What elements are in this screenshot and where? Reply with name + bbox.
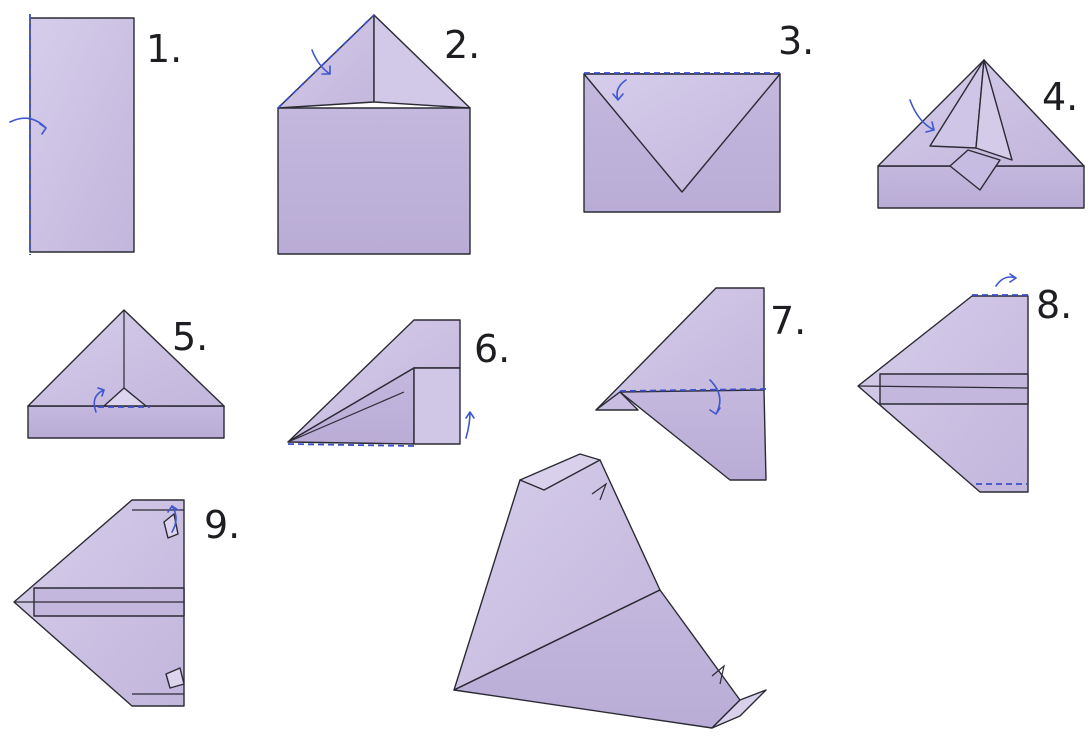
step-6-fold-arrow <box>466 412 474 438</box>
step-8-fuselage <box>880 374 1028 404</box>
step-8-fold-arrow <box>996 274 1016 286</box>
step-6-number: 6. <box>474 327 510 371</box>
step-8-number: 8. <box>1036 283 1072 327</box>
step-5-paper-body <box>28 406 224 438</box>
step-1-number: 1. <box>146 27 182 71</box>
step-3-number: 3. <box>778 19 814 63</box>
step-6-tail-flap <box>414 368 460 444</box>
step-1-paper-strip <box>30 18 134 252</box>
step-4-number: 4. <box>1042 75 1078 119</box>
step-9-number: 9. <box>204 503 240 547</box>
step-5-number: 5. <box>172 315 208 359</box>
step-6-wing-body <box>288 368 414 444</box>
step-3-figure <box>584 73 780 212</box>
step-9-figure <box>14 500 184 706</box>
final-paper-airplane <box>454 454 766 728</box>
step-2-figure <box>278 15 470 254</box>
step-4-left-inner-flap <box>930 60 984 148</box>
step-7-number: 7. <box>770 299 806 343</box>
step-8-figure <box>858 274 1028 492</box>
step-1-figure <box>10 14 134 255</box>
step-7-figure <box>596 288 766 480</box>
step-7-lower-wing <box>620 390 766 480</box>
step-6-figure <box>288 320 474 446</box>
step-2-number: 2. <box>444 23 480 67</box>
step-2-paper-body <box>278 108 470 254</box>
